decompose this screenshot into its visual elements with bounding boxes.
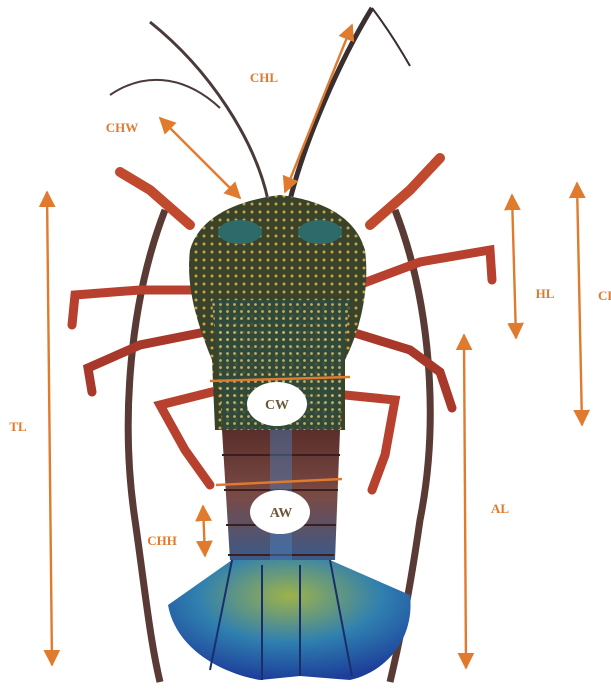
chl-arrow	[285, 25, 352, 192]
label-hl: HL	[536, 286, 555, 301]
chh-arrow	[203, 506, 205, 556]
cl-arrow	[577, 183, 582, 425]
label-aw: AW	[270, 506, 293, 521]
label-chh: CHH	[147, 533, 177, 548]
label-al: AL	[491, 501, 509, 516]
hl-arrow	[512, 195, 516, 338]
tail-fan	[168, 560, 411, 680]
label-cw: CW	[265, 398, 289, 413]
tl-arrow	[47, 192, 52, 665]
label-chw: CHW	[106, 120, 139, 135]
label-chl: CHL	[250, 70, 279, 85]
label-tl: TL	[9, 419, 27, 434]
al-arrow	[464, 335, 466, 668]
chw-arrow	[160, 118, 240, 198]
label-cl: CL	[598, 288, 611, 303]
